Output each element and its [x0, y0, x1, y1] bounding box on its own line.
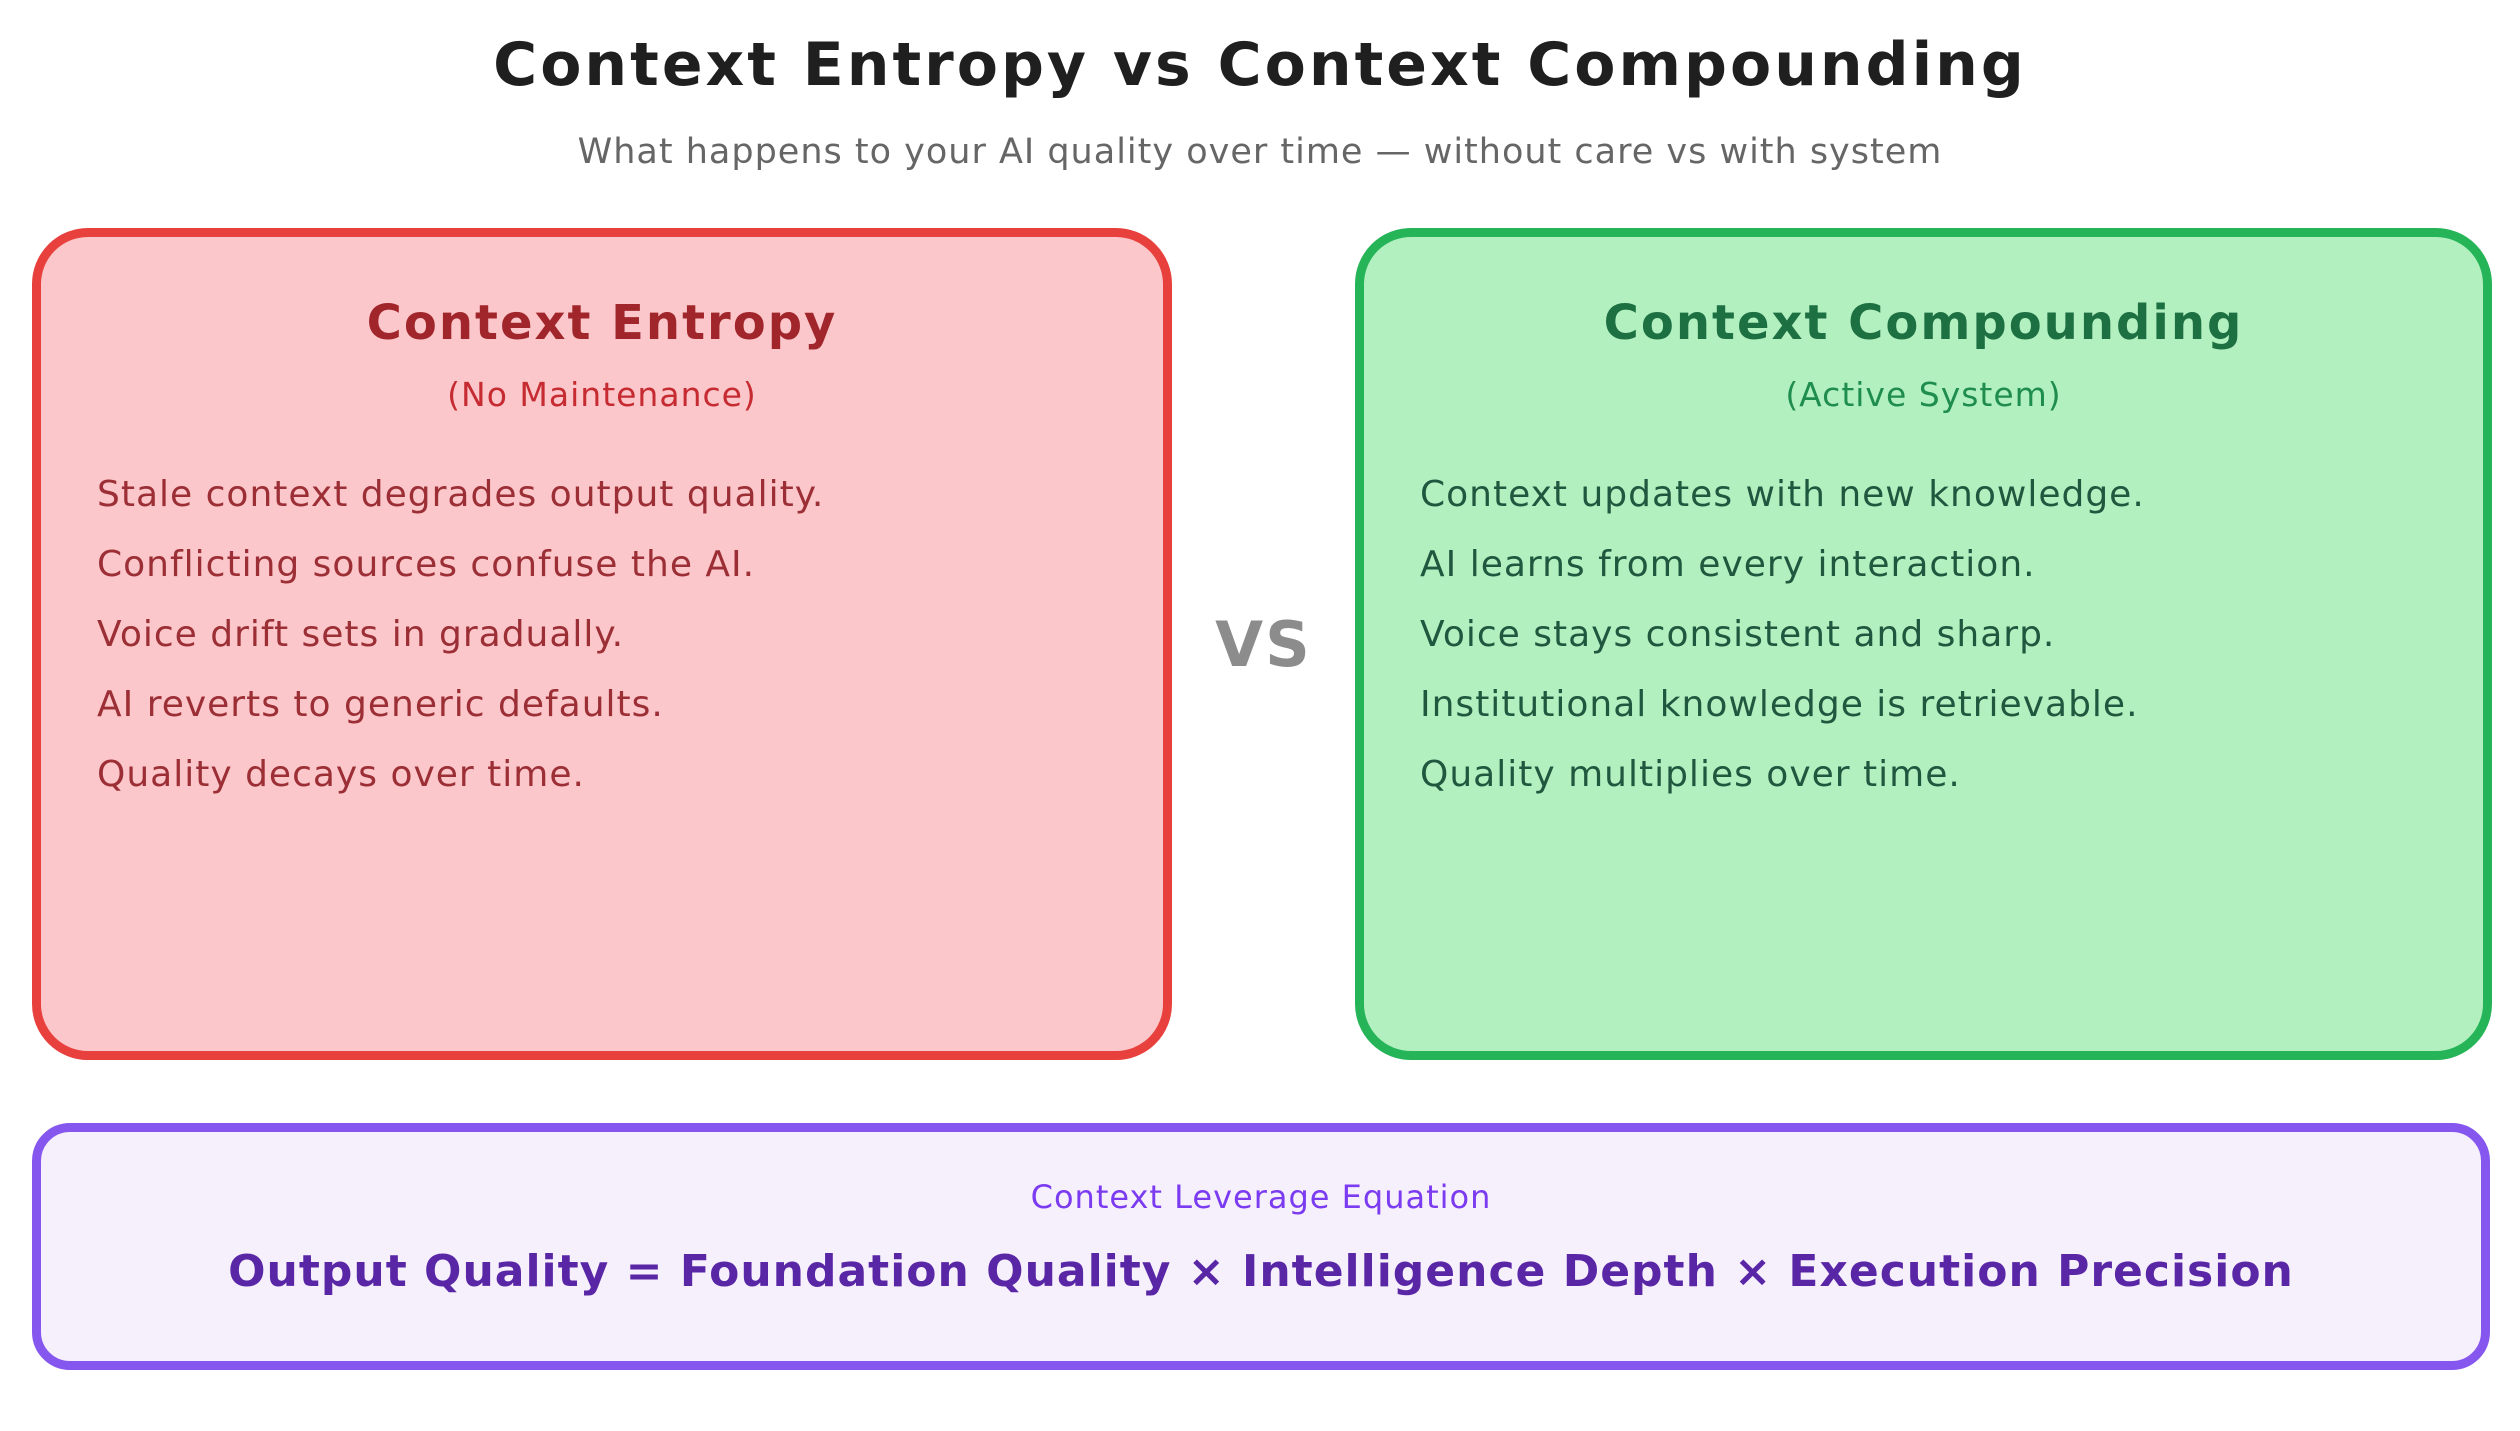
compounding-card: Context Compounding (Active System) Cont…: [1355, 228, 2492, 1060]
entropy-card-subtitle: (No Maintenance): [447, 375, 757, 414]
compounding-point-4: Institutional knowledge is retrievable.: [1420, 684, 2139, 725]
compounding-card-subtitle: (Active System): [1785, 375, 2062, 414]
compounding-point-2: AI learns from every interaction.: [1420, 544, 2036, 585]
entropy-point-1: Stale context degrades output quality.: [97, 474, 825, 515]
compounding-card-title: Context Compounding: [1603, 295, 2244, 351]
entropy-card-title: Context Entropy: [366, 295, 838, 351]
entropy-point-3: Voice drift sets in gradually.: [97, 614, 625, 655]
page-title: Context Entropy vs Context Compounding: [493, 30, 2027, 100]
equation-card-title: Context Leverage Equation: [1030, 1178, 1492, 1216]
compounding-point-5: Quality multiplies over time.: [1420, 754, 1961, 795]
entropy-point-5: Quality decays over time.: [97, 754, 585, 795]
compounding-point-1: Context updates with new knowledge.: [1420, 474, 2145, 515]
entropy-point-4: AI reverts to generic defaults.: [97, 684, 664, 725]
entropy-point-2: Conflicting sources confuse the AI.: [97, 544, 756, 585]
vs-label: VS: [1215, 607, 1312, 681]
equation-formula: Output Quality = Foundation Quality × In…: [228, 1246, 2294, 1297]
entropy-card-points: Stale context degrades output quality. C…: [41, 460, 1163, 810]
compounding-point-3: Voice stays consistent and sharp.: [1420, 614, 2056, 655]
page-subtitle: What happens to your AI quality over tim…: [577, 132, 1943, 172]
comparison-row: Context Entropy (No Maintenance) Stale c…: [0, 228, 2520, 1060]
equation-card: Context Leverage Equation Output Quality…: [32, 1123, 2490, 1370]
entropy-card: Context Entropy (No Maintenance) Stale c…: [32, 228, 1172, 1060]
vs-divider: VS: [1172, 228, 1355, 1060]
compounding-card-points: Context updates with new knowledge. AI l…: [1364, 460, 2483, 810]
